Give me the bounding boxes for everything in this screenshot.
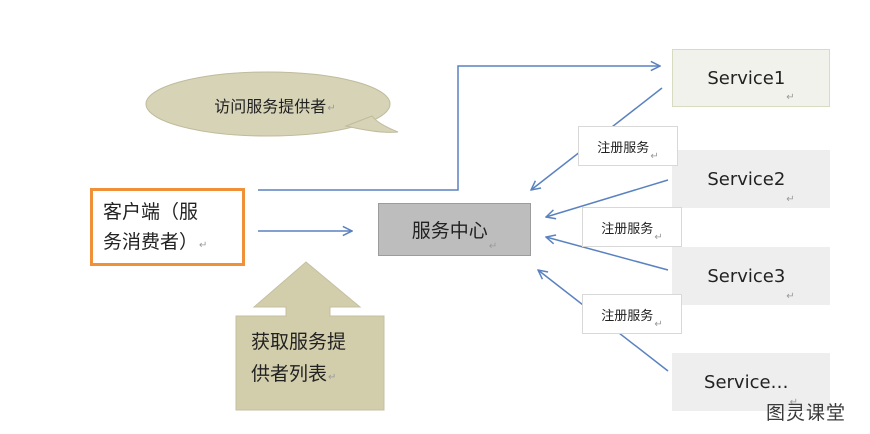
service-box-4: Service…↵ <box>672 353 830 411</box>
service-label-4: Service… <box>704 371 789 393</box>
register-label-3: 注册服务↵ <box>582 294 682 334</box>
service-label-1: Service1 <box>707 67 786 89</box>
client-line-1: 客户端（服 <box>103 201 199 223</box>
register-label-2: 注册服务↵ <box>582 207 682 247</box>
bubble-label: 访问服务提供者↵ <box>214 97 336 116</box>
service-label-3: Service3 <box>707 265 786 287</box>
fetch-provider-list-label: 获取服务提 供者列表↵ <box>251 331 347 385</box>
arrow-client-to-service1 <box>258 66 660 191</box>
service-box-1: Service1↵ <box>672 49 830 107</box>
client-box: 客户端（服 务消费者）↵ <box>90 188 245 266</box>
service-label-2: Service2 <box>707 168 786 190</box>
register-label-1: 注册服务↵ <box>578 126 678 166</box>
arrow-service2-to-center <box>546 179 669 217</box>
fetch-up-arrow-shape <box>235 261 385 411</box>
service-box-3: Service3↵ <box>672 247 830 305</box>
service-center-box: 服务中心↵ <box>378 203 531 256</box>
watermark: 图灵课堂 <box>766 402 847 424</box>
arrow-service3-to-center <box>546 237 669 271</box>
client-line-2: 务消费者）↵ <box>103 231 208 253</box>
service-box-2: Service2↵ <box>672 150 830 208</box>
bubble-shape <box>145 71 399 137</box>
service-center-label: 服务中心 <box>411 220 488 242</box>
